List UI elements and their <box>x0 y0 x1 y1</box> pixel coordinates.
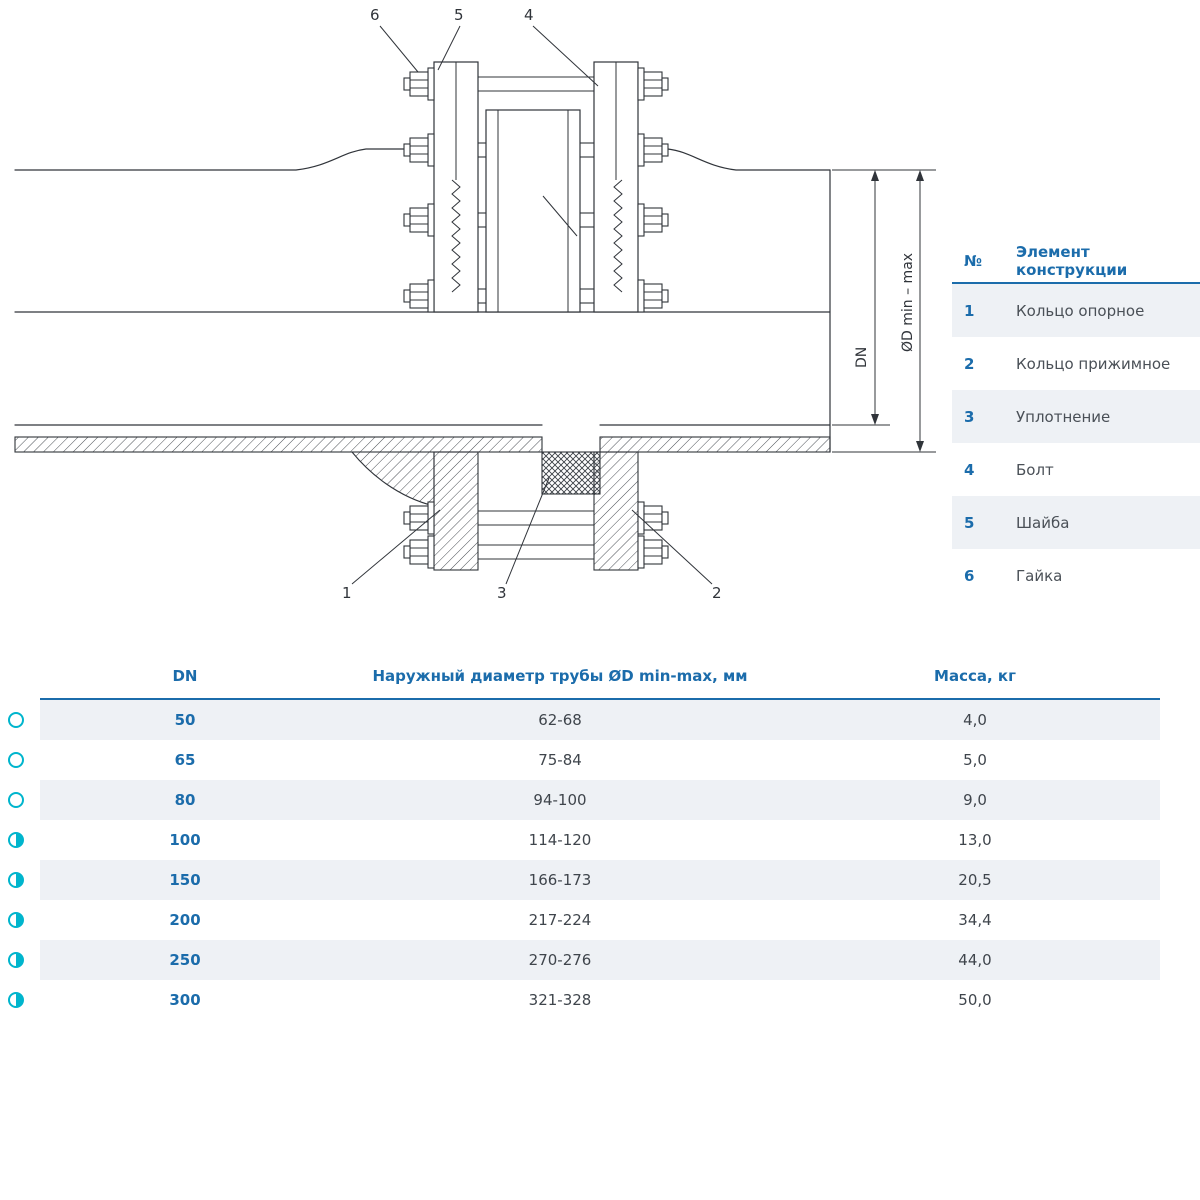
grip-ring-serration-right <box>613 179 623 293</box>
dn-cell: 250 <box>169 951 201 969</box>
dimension-od-label: ØD min – max <box>900 253 916 352</box>
callout-leaders <box>351 25 713 585</box>
callout-1: 1 <box>342 584 352 602</box>
callout-5: 5 <box>454 6 464 24</box>
coupling-drawing-area: 6 5 4 1 3 2 DN ØD min – max <box>0 0 945 630</box>
dn-cell: 65 <box>174 751 196 769</box>
clamp-ring-section <box>593 451 639 571</box>
legend-row: 1 Кольцо опорное <box>952 284 1200 337</box>
support-ring-section <box>433 451 479 571</box>
availability-circle-icon <box>8 872 24 888</box>
legend-row: 4 Болт <box>952 443 1200 496</box>
od-cell: 62-68 <box>538 711 582 729</box>
spec-table-header: DN Наружный диаметр трубы ØD min-max, мм… <box>0 654 1200 698</box>
legend-item-name: Уплотнение <box>1016 407 1111 426</box>
table-row: 200 217-224 34,4 <box>0 900 1200 940</box>
mass-cell: 13,0 <box>958 831 992 849</box>
table-row: 100 114-120 13,0 <box>0 820 1200 860</box>
legend-item-name: Кольцо прижимное <box>1016 354 1171 373</box>
legend-row: 5 Шайба <box>952 496 1200 549</box>
legend-item-number: 3 <box>964 407 975 426</box>
od-cell: 114-120 <box>528 831 592 849</box>
coupling-details <box>451 62 623 312</box>
dimension-dn-label: DN <box>854 347 870 368</box>
od-cell: 75-84 <box>538 751 582 769</box>
legend-header-element: Элемент конструкции <box>1016 243 1128 279</box>
table-row: 150 166-173 20,5 <box>0 860 1200 900</box>
dn-cell: 100 <box>169 831 201 849</box>
legend-row: 3 Уплотнение <box>952 390 1200 443</box>
legend-item-number: 1 <box>964 301 975 320</box>
mass-cell: 20,5 <box>958 871 992 889</box>
grip-ring-serration-left <box>451 179 461 293</box>
availability-circle-icon <box>8 912 24 928</box>
spec-header-divider <box>40 698 1160 700</box>
coupling-technical-drawing: 6 5 4 1 3 2 DN ØD min – max <box>14 6 936 602</box>
availability-circle-icon <box>8 712 24 728</box>
mass-cell: 50,0 <box>958 991 992 1009</box>
legend-row: 6 Гайка <box>952 549 1200 602</box>
od-cell: 321-328 <box>528 991 592 1009</box>
od-cell: 166-173 <box>528 871 592 889</box>
dimension-arrowheads <box>871 170 924 452</box>
callout-4: 4 <box>524 6 534 24</box>
callout-6: 6 <box>370 6 380 24</box>
availability-circle-icon <box>8 992 24 1008</box>
callout-3: 3 <box>497 584 507 602</box>
legend-header-num: № <box>964 252 983 270</box>
seal-section <box>541 451 601 495</box>
table-row: 50 62-68 4,0 <box>0 700 1200 740</box>
legend-table: № Элемент конструкции 1 Кольцо опорное 2… <box>952 240 1200 602</box>
spec-table: DN Наружный диаметр трубы ØD min-max, мм… <box>0 654 1200 1020</box>
spec-header-dn: DN <box>172 667 198 685</box>
availability-circle-icon <box>8 952 24 968</box>
mass-cell: 34,4 <box>958 911 992 929</box>
legend-item-name: Гайка <box>1016 566 1063 585</box>
legend-item-name: Болт <box>1016 460 1054 479</box>
legend-item-name: Шайба <box>1016 513 1070 532</box>
mass-cell: 9,0 <box>963 791 987 809</box>
legend-header: № Элемент конструкции <box>952 240 1200 284</box>
dn-cell: 200 <box>169 911 201 929</box>
mass-cell: 5,0 <box>963 751 987 769</box>
mass-cell: 4,0 <box>963 711 987 729</box>
legend-item-number: 5 <box>964 513 975 532</box>
mass-cell: 44,0 <box>958 951 992 969</box>
spec-header-mass: Масса, кг <box>934 667 1016 685</box>
pipe-outlines <box>14 148 831 453</box>
dimension-lines <box>832 169 936 453</box>
availability-circle-icon <box>8 752 24 768</box>
dn-cell: 150 <box>169 871 201 889</box>
spec-header-od: Наружный диаметр трубы ØD min-max, мм <box>372 667 748 685</box>
availability-circle-icon <box>8 832 24 848</box>
legend-item-number: 2 <box>964 354 975 373</box>
dn-cell: 50 <box>174 711 196 729</box>
table-row: 250 270-276 44,0 <box>0 940 1200 980</box>
dn-cell: 300 <box>169 991 201 1009</box>
callout-2: 2 <box>712 584 722 602</box>
od-cell: 217-224 <box>528 911 592 929</box>
coupling-flanges <box>433 61 639 313</box>
legend-item-number: 6 <box>964 566 975 585</box>
legend-row: 2 Кольцо прижимное <box>952 337 1200 390</box>
od-cell: 94-100 <box>533 791 587 809</box>
dn-cell: 80 <box>174 791 196 809</box>
legend-item-name: Кольцо опорное <box>1016 301 1145 320</box>
availability-circle-icon <box>8 792 24 808</box>
table-row: 300 321-328 50,0 <box>0 980 1200 1020</box>
table-row: 65 75-84 5,0 <box>0 740 1200 780</box>
legend-item-number: 4 <box>964 460 975 479</box>
sectioned-parts <box>14 436 831 571</box>
od-cell: 270-276 <box>528 951 592 969</box>
table-row: 80 94-100 9,0 <box>0 780 1200 820</box>
